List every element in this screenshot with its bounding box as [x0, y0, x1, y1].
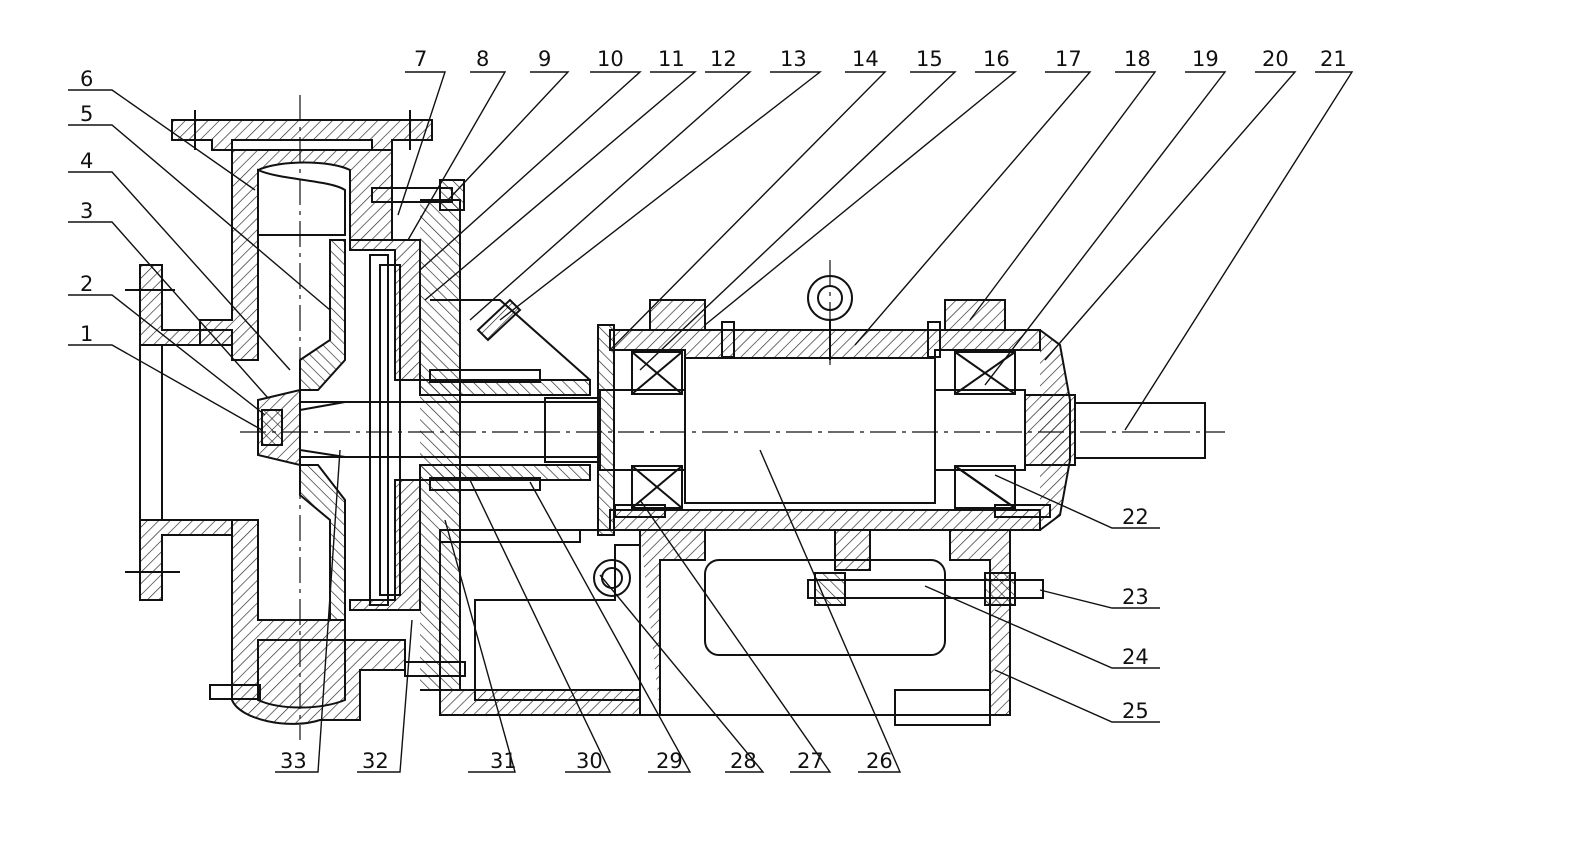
callout-29: 29 — [656, 749, 683, 773]
callouts-top: 7 8 9 10 11 12 13 14 15 16 17 18 19 20 21 — [414, 47, 1347, 71]
center-lines — [240, 95, 1225, 740]
callouts-bottom: 33 32 31 30 29 28 27 26 — [280, 749, 893, 773]
leader-lines — [68, 71, 1354, 773]
callout-24: 24 — [1122, 645, 1149, 669]
callout-11: 11 — [658, 47, 685, 71]
callout-31: 31 — [490, 749, 517, 773]
callout-33: 33 — [280, 749, 307, 773]
callout-18: 18 — [1124, 47, 1151, 71]
callout-23: 23 — [1122, 585, 1149, 609]
callout-27: 27 — [797, 749, 824, 773]
callout-25: 25 — [1122, 699, 1149, 723]
callout-16: 16 — [983, 47, 1010, 71]
callout-10: 10 — [597, 47, 624, 71]
callout-13: 13 — [780, 47, 807, 71]
callout-6: 6 — [80, 67, 93, 91]
callouts-right: 22 23 24 25 — [1122, 505, 1149, 723]
callout-19: 19 — [1192, 47, 1219, 71]
callout-9: 9 — [538, 47, 551, 71]
callout-7: 7 — [414, 47, 427, 71]
callout-22: 22 — [1122, 505, 1149, 529]
callout-21: 21 — [1320, 47, 1347, 71]
callout-4: 4 — [80, 149, 93, 173]
callout-32: 32 — [362, 749, 389, 773]
callout-2: 2 — [80, 272, 93, 296]
callout-15: 15 — [916, 47, 943, 71]
callout-5: 5 — [80, 102, 93, 126]
callout-1: 1 — [80, 322, 93, 346]
callout-3: 3 — [80, 199, 93, 223]
callout-30: 30 — [576, 749, 603, 773]
callout-8: 8 — [476, 47, 489, 71]
callout-26: 26 — [866, 749, 893, 773]
callout-12: 12 — [710, 47, 737, 71]
callout-17: 17 — [1055, 47, 1082, 71]
callout-14: 14 — [852, 47, 879, 71]
callouts-left: 6 5 4 3 2 1 — [80, 67, 93, 346]
callout-28: 28 — [730, 749, 757, 773]
pump-body-drawing — [125, 110, 1206, 726]
callout-20: 20 — [1262, 47, 1289, 71]
